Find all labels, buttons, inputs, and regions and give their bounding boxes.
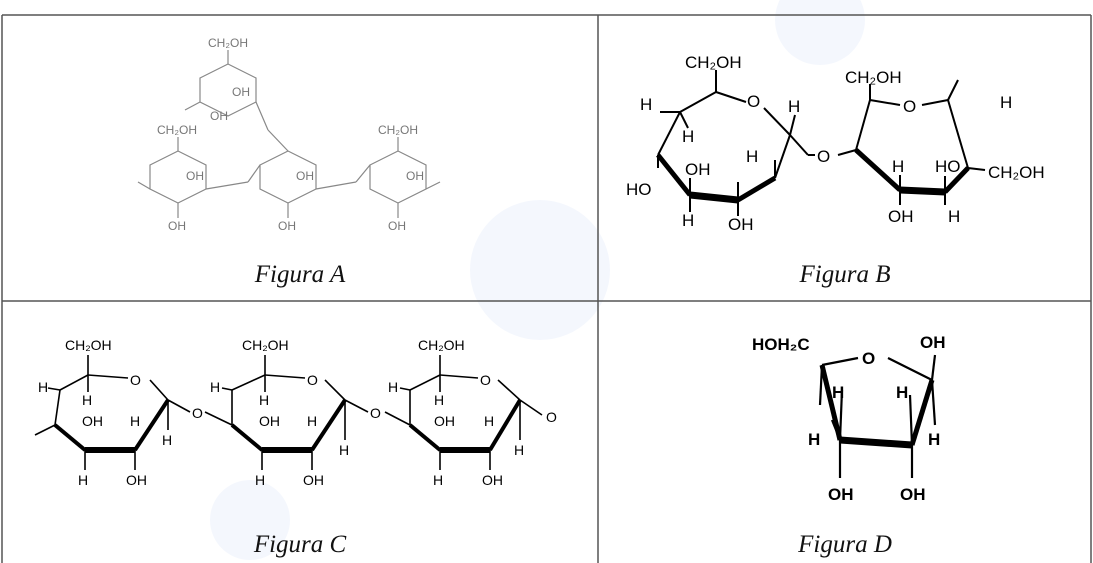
svg-text:H: H (82, 392, 92, 408)
svg-text:HOH₂C: HOH₂C (752, 335, 810, 354)
svg-text:H: H (896, 383, 908, 402)
svg-text:O: O (546, 409, 557, 425)
svg-text:OH: OH (828, 485, 854, 504)
svg-text:O: O (370, 405, 381, 421)
svg-text:OH: OH (482, 472, 503, 488)
svg-text:H: H (832, 383, 844, 402)
svg-text:CH₂OH: CH₂OH (845, 68, 902, 87)
svg-text:CH₂OH: CH₂OH (685, 53, 742, 72)
svg-text:OH: OH (406, 169, 424, 183)
figure-b-labels: CH₂OH O H H H OH H HO H OH O CH₂OH O H H… (626, 53, 1045, 234)
svg-text:H: H (130, 413, 140, 429)
svg-text:CH₂OH: CH₂OH (242, 337, 289, 353)
svg-text:H: H (307, 413, 317, 429)
svg-text:OH: OH (303, 472, 324, 488)
svg-text:OH: OH (186, 169, 204, 183)
svg-text:OH: OH (434, 413, 455, 429)
svg-text:H: H (640, 95, 652, 114)
svg-text:O: O (192, 405, 203, 421)
svg-text:H: H (388, 379, 398, 395)
svg-text:OH: OH (278, 219, 296, 233)
svg-text:H: H (433, 472, 443, 488)
svg-text:H: H (948, 207, 960, 226)
caption-figura-a: Figura A (254, 261, 346, 288)
svg-text:CH₂OH: CH₂OH (157, 123, 197, 137)
svg-text:O: O (862, 349, 875, 368)
svg-text:OH: OH (259, 413, 280, 429)
svg-text:O: O (747, 92, 760, 111)
svg-text:H: H (162, 432, 172, 448)
svg-text:OH: OH (296, 169, 314, 183)
svg-text:O: O (817, 147, 830, 166)
svg-text:H: H (682, 127, 694, 146)
figure-a-labels: CH₂OH OH OH CH₂OH CH₂OH OH OH OH OH OH O… (157, 36, 424, 233)
svg-text:O: O (903, 97, 916, 116)
svg-text:H: H (434, 392, 444, 408)
svg-text:OH: OH (900, 485, 926, 504)
svg-text:H: H (788, 97, 800, 116)
svg-text:OH: OH (888, 207, 914, 226)
svg-text:H: H (210, 379, 220, 395)
svg-text:O: O (130, 372, 141, 388)
svg-text:O: O (307, 372, 318, 388)
svg-text:H: H (746, 147, 758, 166)
table-grid (1, 14, 1092, 563)
svg-text:O: O (480, 372, 491, 388)
svg-text:H: H (892, 157, 904, 176)
figure-c-labels: CH₂OH O H H OH H H O H OH CH₂OH O H H OH… (38, 337, 557, 488)
svg-text:OH: OH (168, 219, 186, 233)
svg-text:OH: OH (728, 215, 754, 234)
svg-text:H: H (255, 472, 265, 488)
svg-text:H: H (259, 392, 269, 408)
figure-b-structure (656, 70, 986, 216)
figure-d-labels: HOH₂C O OH H H H H OH OH (752, 333, 946, 504)
svg-text:H: H (928, 430, 940, 449)
figure-d-structure (818, 354, 937, 478)
svg-text:H: H (38, 379, 48, 395)
svg-text:OH: OH (126, 472, 147, 488)
caption-figura-b: Figura B (799, 261, 891, 288)
svg-text:OH: OH (82, 413, 103, 429)
svg-text:OH: OH (210, 109, 228, 123)
svg-text:OH: OH (232, 85, 250, 99)
figure-c-structure (34, 355, 543, 470)
figure-a-structure (137, 50, 441, 218)
caption-figura-d: Figura D (797, 531, 892, 558)
svg-text:CH₂OH: CH₂OH (418, 337, 465, 353)
watermark (210, 0, 865, 560)
svg-text:HO: HO (626, 180, 652, 199)
svg-text:H: H (78, 472, 88, 488)
svg-text:CH₂OH: CH₂OH (988, 163, 1045, 182)
svg-text:HO: HO (935, 157, 961, 176)
svg-text:H: H (682, 211, 694, 230)
svg-text:H: H (339, 442, 349, 458)
svg-text:CH₂OH: CH₂OH (208, 36, 248, 50)
svg-text:CH₂OH: CH₂OH (378, 123, 418, 137)
svg-text:H: H (514, 442, 524, 458)
svg-text:OH: OH (920, 333, 946, 352)
caption-figura-c: Figura C (253, 531, 347, 558)
svg-text:OH: OH (685, 160, 711, 179)
svg-text:H: H (808, 430, 820, 449)
svg-text:H: H (484, 413, 494, 429)
svg-text:OH: OH (388, 219, 406, 233)
svg-text:CH₂OH: CH₂OH (65, 337, 112, 353)
svg-text:H: H (1000, 93, 1012, 112)
